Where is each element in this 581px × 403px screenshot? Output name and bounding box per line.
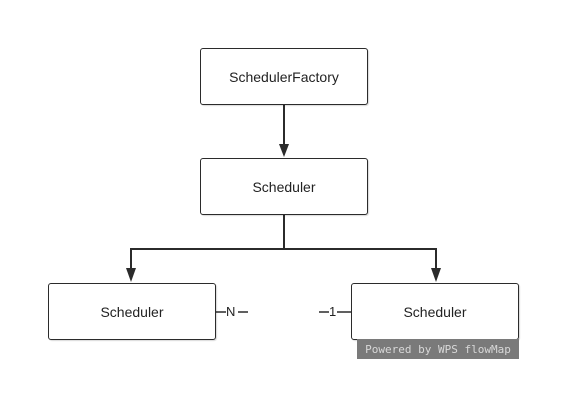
- node-scheduler-label: Scheduler: [252, 178, 316, 195]
- node-scheduler[interactable]: Scheduler: [200, 158, 368, 215]
- node-scheduler-factory[interactable]: SchedulerFactory: [200, 48, 368, 105]
- node-scheduler-right-label: Scheduler: [403, 303, 467, 320]
- multiplicity-1: 1: [329, 304, 337, 319]
- arrowhead-scheduler: [279, 144, 289, 157]
- node-scheduler-factory-label: SchedulerFactory: [229, 68, 339, 85]
- watermark: Powered by WPS flowMap: [357, 339, 519, 359]
- multiplicity-n: N: [226, 304, 236, 319]
- arrowhead-right-scheduler: [431, 268, 441, 282]
- node-scheduler-right[interactable]: Scheduler: [351, 283, 519, 340]
- watermark-text: Powered by WPS flowMap: [365, 342, 511, 356]
- node-scheduler-left-label: Scheduler: [100, 303, 164, 320]
- arrowhead-left-scheduler: [126, 268, 136, 282]
- node-scheduler-left[interactable]: Scheduler: [48, 283, 216, 340]
